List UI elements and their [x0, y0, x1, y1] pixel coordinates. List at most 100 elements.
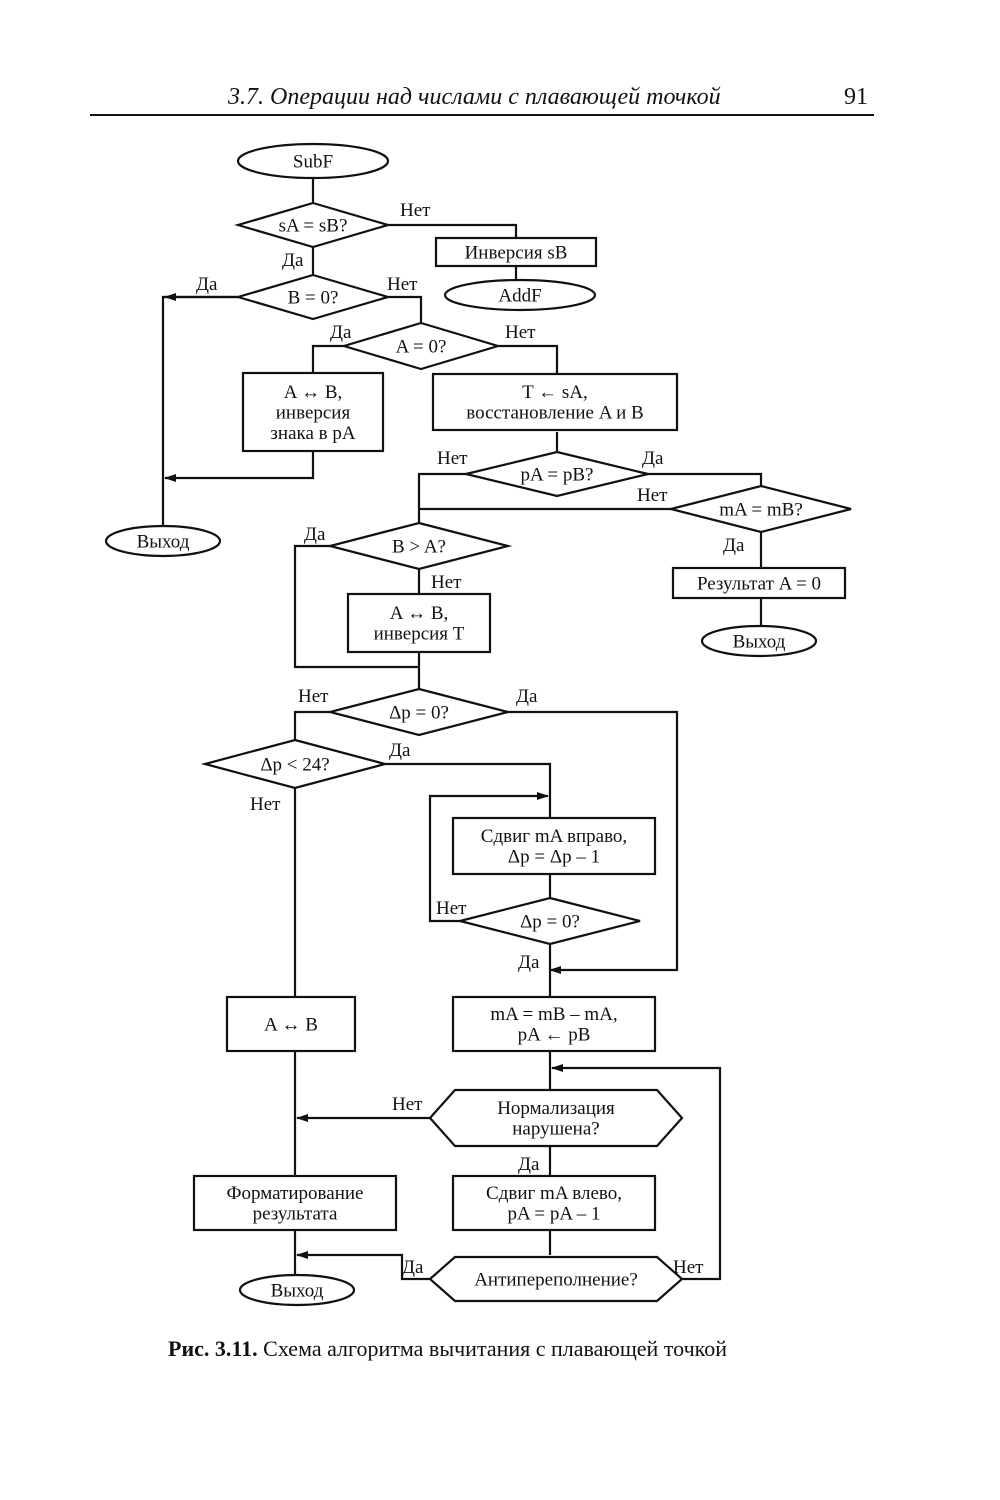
shift-right-text-line-2: Δp = Δp – 1	[508, 847, 600, 868]
shift-left-text-line-2: pA = pA – 1	[507, 1204, 600, 1225]
label-bgta-yes: Да	[304, 524, 326, 545]
format-text-line-2: результата	[253, 1204, 338, 1225]
d-b-gt-a-text: B > A?	[392, 536, 446, 557]
figure-caption-text: Схема алгоритма вычитания с плавающей то…	[263, 1336, 727, 1361]
d-dp0-loop-text: Δp = 0?	[520, 911, 580, 932]
page-number: 91	[844, 84, 868, 110]
d-sign-decision	[234, 201, 392, 249]
label-dp0loop-no: Нет	[436, 898, 467, 919]
label-papb-yes: Да	[642, 448, 664, 469]
label-underflow-yes: Да	[402, 1257, 424, 1278]
d-b0-decision	[234, 273, 392, 321]
label-dp0-yes: Да	[516, 686, 538, 707]
figure-caption: Рис. 3.11. Схема алгоритма вычитания с п…	[168, 1336, 727, 1362]
label-norm-yes: Да	[518, 1154, 540, 1175]
start-terminal	[236, 142, 390, 180]
swap-text: A ↔ B	[264, 1014, 318, 1035]
label-mamb-no: Нет	[637, 485, 668, 506]
flowchart-edges	[161, 178, 763, 1281]
exit3-text: Выход	[271, 1280, 324, 1301]
d-ma-mb-text: mA = mB?	[719, 499, 803, 520]
d-norm-decision	[428, 1088, 684, 1148]
d-ma-mb-decision	[670, 484, 852, 534]
swap-inv-t-text-line-1: A ↔ B,	[390, 603, 449, 624]
label-dp0-no: Нет	[298, 686, 329, 707]
edge-b0-no-to-a0	[388, 295, 423, 323]
label-b0-no: Нет	[387, 274, 418, 295]
swap-inv-text-line-2: инверсия	[276, 402, 351, 423]
swap-box	[225, 995, 357, 1053]
sub-m-text-line-1: mA = mB – mA,	[490, 1004, 617, 1025]
label-a0-no: Нет	[505, 322, 536, 343]
d-norm-text-line-2: нарушена?	[512, 1119, 599, 1140]
inv-sb-text: Инверсия sB	[465, 242, 568, 263]
figure-caption-number: Рис. 3.11.	[168, 1336, 258, 1361]
flowchart-nodes	[104, 142, 852, 1307]
shift-right-text-line-1: Сдвиг mA вправо,	[481, 826, 627, 847]
swap-inv-t-box	[346, 592, 492, 654]
exit3-terminal	[238, 1273, 356, 1307]
edge-underflow-yes-to-exit	[296, 1251, 430, 1281]
sub-m-text-line-2: pA ← pB	[518, 1025, 591, 1046]
label-papb-no: Нет	[437, 448, 468, 469]
label-underflow-no: Нет	[673, 1257, 704, 1278]
d-a0-decision	[340, 321, 502, 371]
edge-dp0-no-to-dp24	[293, 710, 330, 740]
d-dp24-text: Δp < 24?	[260, 754, 329, 775]
swap-inv-text-line-3: знака в pA	[270, 423, 355, 444]
edge-dp0loop-no-back	[428, 792, 549, 923]
d-b-gt-a-decision	[325, 521, 513, 571]
edge-swapinv-to-exit	[164, 452, 315, 482]
edge-papb-yes-to-mamb	[648, 472, 763, 487]
d-b0-text: B = 0?	[288, 287, 339, 308]
format-box	[192, 1174, 398, 1232]
sub-m-box	[451, 995, 657, 1053]
d-dp0-decision	[325, 687, 513, 737]
t-sa-text-line-2: восстановление A и B	[466, 403, 644, 424]
d-a0-text: A = 0?	[396, 336, 447, 357]
d-norm-text-line-1: Нормализация	[497, 1098, 615, 1119]
header-rule	[90, 114, 874, 116]
res-a0-box	[671, 566, 847, 600]
edge-papb-no-to-bgta	[417, 472, 467, 523]
label-norm-no: Нет	[392, 1094, 423, 1115]
d-pa-pb-decision	[465, 450, 649, 498]
shift-left-text-line-1: Сдвиг mA влево,	[486, 1183, 622, 1204]
label-dp0loop-yes: Да	[518, 952, 540, 973]
shift-left-box	[451, 1174, 657, 1232]
label-dp24-no: Нет	[250, 794, 281, 815]
label-b0-yes: Да	[196, 274, 218, 295]
edge-bgta-yes-to-merge	[293, 544, 419, 669]
shift-right-box	[451, 816, 657, 876]
addf-text: AddF	[498, 285, 541, 306]
res-a0-text: Результат A = 0	[697, 573, 821, 594]
swap-inv-text-line-1: A ↔ B,	[284, 382, 343, 403]
edge-b0-yes-to-exit	[161, 295, 238, 525]
inv-sb-box	[434, 236, 598, 268]
d-dp0-text: Δp = 0?	[389, 702, 449, 723]
start-text: SubF	[293, 151, 333, 172]
d-dp0-loop-decision	[459, 896, 641, 946]
edge-underflow-no-loop	[551, 1064, 722, 1281]
edge-a0-no-to-tsa	[498, 344, 559, 373]
label-a0-yes: Да	[330, 322, 352, 343]
d-underflow-decision	[428, 1255, 684, 1303]
d-pa-pb-text: pA = pB?	[521, 464, 594, 485]
edge-dp0-yes-to-submerge	[508, 710, 679, 974]
exit2-terminal	[700, 624, 818, 658]
label-bgta-no: Нет	[431, 572, 462, 593]
edge-sign-no-to-invsb	[388, 223, 518, 238]
swap-inv-t-text-line-2: инверсия T	[374, 624, 465, 645]
swap-inv-box	[241, 371, 385, 453]
edge-dp24-yes-to-shiftright	[385, 762, 552, 817]
flowchart-text: SubF sA = sB? Инверсия sB AddF B = 0? A = 0? A…	[137, 151, 821, 1301]
t-sa-text-line-1: T ← sA,	[522, 382, 588, 403]
d-sign-text: sA = sB?	[279, 215, 348, 236]
d-underflow-text: Антипереполнение?	[474, 1269, 638, 1290]
addf-terminal	[443, 278, 597, 312]
d-dp24-decision	[200, 738, 390, 790]
label-sign-yes: Да	[282, 250, 304, 271]
format-text-line-1: Форматирование	[227, 1183, 364, 1204]
exit2-text: Выход	[733, 631, 786, 652]
